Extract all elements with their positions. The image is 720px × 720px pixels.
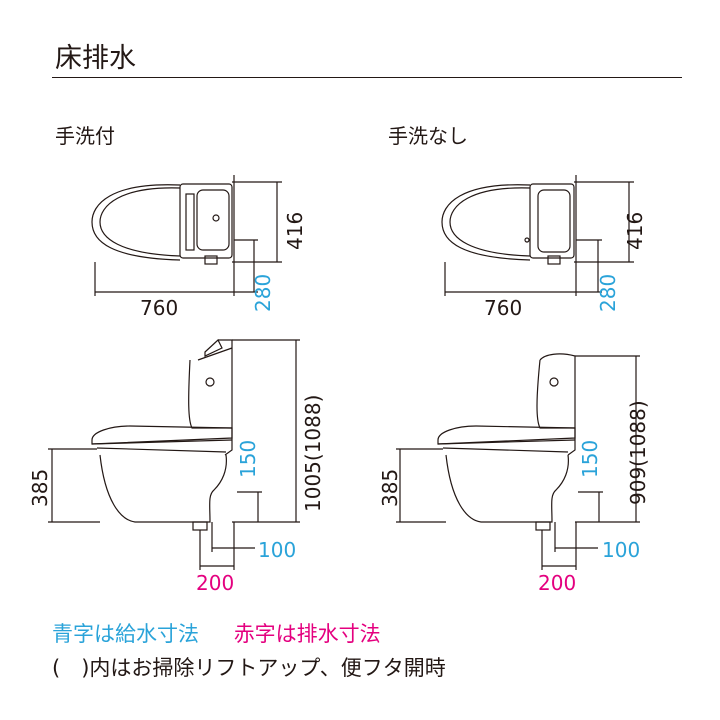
- page-title: 床排水: [55, 43, 136, 74]
- length-dim-no-basin: 760: [484, 296, 523, 320]
- seat-height-dim-no-basin: 385: [378, 468, 402, 507]
- seat-height-dim-with-basin: 385: [28, 468, 52, 507]
- supply-distance-dim-with-basin: 100: [258, 538, 297, 562]
- parenthesis-note: ( )内はお掃除リフトアップ、便フタ開時: [52, 656, 446, 680]
- legend-drain: 赤字は排水寸法: [233, 622, 381, 646]
- side-view-no-basin: [396, 353, 640, 570]
- supply-offset-dim-with-basin: 280: [251, 273, 275, 312]
- depth-dim-no-basin: 416: [623, 211, 647, 250]
- supply-offset-dim-no-basin: 280: [596, 273, 620, 312]
- total-height-dim-with-basin: 1005(1088): [301, 394, 325, 512]
- total-height-dim-no-basin: 909(1088): [626, 400, 650, 505]
- length-dim-with-basin: 760: [140, 296, 179, 320]
- legend-supply: 青字は給水寸法: [52, 622, 199, 646]
- supply-height-dim-with-basin: 150: [236, 439, 260, 478]
- depth-dim-with-basin: 416: [283, 211, 307, 250]
- supply-distance-dim-no-basin: 100: [602, 538, 641, 562]
- variant-label-with-basin: 手洗付: [55, 124, 115, 148]
- supply-height-dim-no-basin: 150: [578, 439, 602, 478]
- variant-label-no-basin: 手洗なし: [388, 124, 468, 148]
- top-view-with-basin: [91, 175, 282, 296]
- color-legend: 青字は給水寸法 赤字は排水寸法: [52, 618, 409, 648]
- side-view-with-basin: [48, 339, 300, 570]
- title-divider: [52, 77, 682, 78]
- drain-distance-dim-no-basin: 200: [538, 571, 577, 595]
- top-view-no-basin: [441, 175, 634, 296]
- drain-distance-dim-with-basin: 200: [196, 571, 235, 595]
